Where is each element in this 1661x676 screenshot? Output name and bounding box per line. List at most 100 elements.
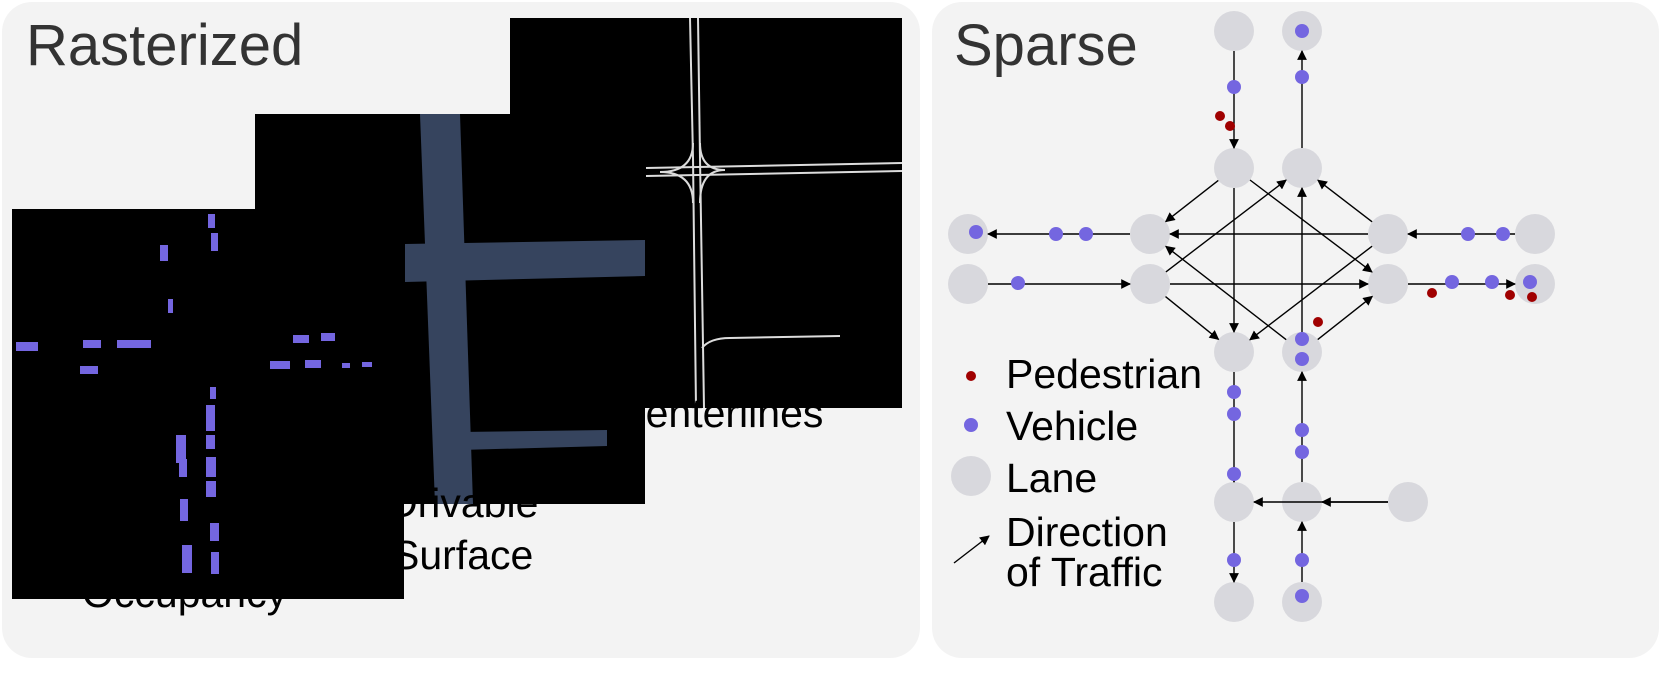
vehicle-marker [1295, 332, 1309, 346]
traffic-arrow [1317, 295, 1374, 341]
centerline-horizontal-a [645, 162, 902, 169]
traffic-arrow [1165, 296, 1220, 341]
vehicle-marker [1523, 275, 1537, 289]
pedestrian-marker [1527, 292, 1537, 302]
rasterized-panel: Rasterized [2, 2, 920, 658]
rasterized-title: Rasterized [26, 13, 304, 78]
lane-node [1368, 264, 1408, 304]
occupancy-raster [12, 209, 404, 599]
occupancy-vehicle [342, 363, 350, 368]
vehicle-marker [969, 225, 983, 239]
sparse-panel: Sparse Pedestrian Vehicle Lane Direction… [932, 2, 1659, 658]
occupancy-vehicle [160, 245, 168, 261]
vehicle-marker [1227, 407, 1241, 421]
centerline-branch [701, 335, 841, 349]
lane-node [948, 264, 988, 304]
occupancy-vehicle [293, 335, 309, 343]
drivable-vertical-road [420, 114, 473, 504]
drivable-label-line1: Drivable [388, 480, 539, 526]
legend-lane-icon [951, 456, 991, 496]
occupancy-vehicle [206, 481, 216, 497]
occupancy-vehicle [210, 523, 219, 541]
centerlines-svg [645, 18, 902, 408]
occupancy-vehicle [210, 387, 216, 399]
traffic-arrow [1317, 179, 1373, 223]
vehicle-marker [1496, 227, 1510, 241]
legend-icons [951, 371, 991, 564]
occupancy-vehicle [211, 552, 219, 574]
traffic-arrow [1165, 179, 1287, 273]
vehicle-marker [1079, 227, 1093, 241]
occupancy-vehicle [211, 233, 218, 251]
legend-vehicle-label: Vehicle [1006, 403, 1139, 449]
lane-node [1282, 148, 1322, 188]
pedestrian-marker [1505, 290, 1515, 300]
pedestrian-marker [1215, 111, 1225, 121]
lane-node [1515, 214, 1555, 254]
occupancy-vehicle [16, 342, 38, 351]
occupancy-vehicle [270, 361, 290, 369]
occupancy-vehicle [80, 366, 98, 374]
lane-node [1214, 148, 1254, 188]
centerline-vertical-a [689, 18, 697, 408]
sparse-graph [948, 11, 1555, 622]
legend-vehicle-icon [964, 418, 978, 432]
occupancy-vehicle [362, 362, 372, 367]
legend-direction-label-line2: of Traffic [1006, 549, 1163, 595]
vehicle-marker [1295, 24, 1309, 38]
drivable-side-road [460, 430, 607, 450]
legend-direction-label-line1: Direction [1006, 509, 1168, 555]
pedestrian-marker [1313, 317, 1323, 327]
vehicle-marker [1461, 227, 1475, 241]
lane-node [1214, 332, 1254, 372]
centerline-curve-b [659, 171, 694, 204]
centerline-horizontal-b [645, 170, 902, 177]
vehicle-marker [1295, 445, 1309, 459]
sparse-title: Sparse [954, 13, 1138, 78]
lane-node [1130, 264, 1170, 304]
occupancy-vehicle [321, 333, 335, 341]
legend-arrow-icon [953, 535, 990, 564]
traffic-arrow [1164, 179, 1219, 223]
lane-node [1368, 214, 1408, 254]
vehicle-marker [1445, 275, 1459, 289]
vehicle-marker [1295, 70, 1309, 84]
vehicle-marker [1295, 352, 1309, 366]
vehicle-marker [1049, 227, 1063, 241]
lane-node [948, 214, 988, 254]
occupancy-vehicle [208, 214, 215, 228]
vehicle-marker [1227, 553, 1241, 567]
occupancy-vehicle [206, 457, 216, 477]
vehicle-marker [1295, 589, 1309, 603]
vehicle-marker [1295, 423, 1309, 437]
pedestrian-markers [1215, 111, 1537, 327]
occupancy-svg [16, 214, 372, 574]
vehicle-marker [1011, 276, 1025, 290]
drivable-svg [405, 114, 645, 504]
occupancy-vehicle [168, 299, 173, 313]
legend-pedestrian-label: Pedestrian [1006, 351, 1203, 397]
drivable-horizontal-road [405, 240, 645, 282]
lane-node [1214, 582, 1254, 622]
traffic-arrow [1249, 245, 1373, 341]
occupancy-vehicle [83, 340, 101, 348]
legend-pedestrian-icon [966, 371, 976, 381]
legend-lane-label: Lane [1006, 455, 1098, 501]
occupancy-vehicle [176, 435, 186, 463]
occupancy-vehicle [117, 340, 151, 348]
vehicle-marker [1227, 467, 1241, 481]
lane-node [1214, 11, 1254, 51]
centerline-vertical-b [697, 18, 705, 408]
centerline-curve-d [699, 169, 726, 204]
vehicle-marker [1227, 80, 1241, 94]
vehicle-marker [1227, 385, 1241, 399]
centerlines-label: Centerlines [616, 390, 824, 436]
occupancy-vehicle [179, 459, 187, 477]
vehicle-markers [969, 24, 1537, 603]
lane-node [1388, 482, 1428, 522]
traffic-arrow [1165, 245, 1287, 341]
traffic-arrow [1249, 179, 1373, 273]
drivable-label-line2: Surface [392, 532, 534, 578]
occupancy-vehicle [180, 499, 188, 521]
occupancy-vehicle [206, 405, 215, 431]
